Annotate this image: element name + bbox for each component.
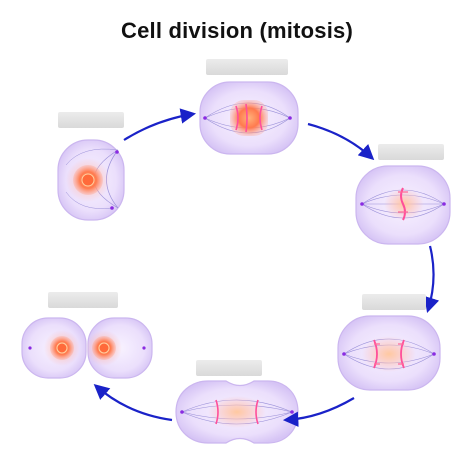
centrosome-icon	[203, 116, 207, 120]
stage-label-cytokinesis	[48, 292, 118, 308]
stage-label-telophase	[196, 360, 262, 376]
centrosome-icon	[115, 150, 119, 154]
centrosome-icon	[180, 410, 184, 414]
centrosome-icon	[360, 202, 364, 206]
centrosome-icon	[28, 346, 32, 350]
arrow-icon	[282, 397, 355, 427]
stage-label-metaphase	[378, 144, 444, 160]
centrosome-icon	[432, 352, 436, 356]
stage-label-prophase	[206, 59, 288, 75]
centrosome-icon	[288, 116, 292, 120]
cell-interphase	[57, 139, 125, 221]
centrosome-icon	[442, 202, 446, 206]
cycle-arrows	[93, 108, 440, 427]
cell-anaphase	[337, 315, 441, 391]
cell-telophase	[175, 380, 299, 444]
centrosome-icon	[290, 410, 294, 414]
arrow-icon	[93, 383, 173, 422]
cell-cytokinesis	[21, 317, 153, 379]
arrow-icon	[123, 108, 197, 141]
diagram-title: Cell division (mitosis)	[121, 18, 353, 43]
stage-label-interphase	[58, 112, 124, 128]
cell-metaphase	[355, 165, 451, 245]
centrosome-icon	[110, 206, 114, 210]
arrow-icon	[307, 122, 375, 161]
centrosome-icon	[342, 352, 346, 356]
centrosome-icon	[142, 346, 146, 350]
cell-prophase	[199, 81, 299, 155]
arrow-icon	[424, 245, 440, 313]
stage-label-anaphase	[362, 294, 426, 310]
